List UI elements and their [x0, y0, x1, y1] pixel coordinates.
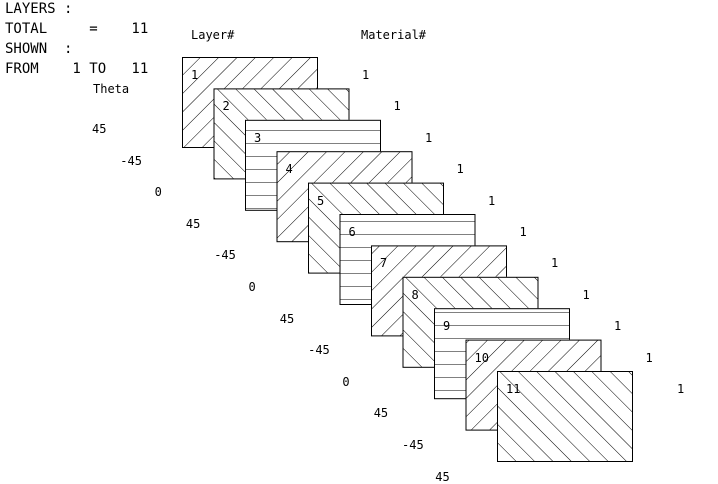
theta-label: -45 — [120, 153, 142, 168]
material-label: 1 — [425, 130, 433, 145]
theta-label: 45 — [435, 469, 450, 484]
shown-heading: SHOWN : — [5, 41, 73, 57]
theta-label: 0 — [342, 374, 350, 389]
theta-label: 45 — [92, 122, 107, 136]
material-label: 1 — [582, 287, 590, 302]
material-column-header: Material# — [361, 28, 427, 42]
ply-number-label: 5 — [317, 193, 325, 208]
theta-label: 45 — [279, 311, 295, 326]
ply-11-hatch — [497, 371, 633, 462]
ply-number-label: 7 — [380, 256, 388, 271]
theta-label: 45 — [185, 216, 201, 231]
ply-number-label: 10 — [474, 350, 489, 365]
material-label: 1 — [362, 68, 370, 82]
shown-range: FROM 1 TO 11 — [5, 61, 149, 77]
ply-number-label: 1 — [191, 68, 199, 82]
ply-number-label: 9 — [443, 319, 451, 334]
theta-label: -45 — [308, 343, 330, 358]
material-label: 1 — [645, 350, 653, 365]
theta-label: 45 — [373, 406, 389, 421]
ply-number-label: 6 — [348, 225, 356, 239]
theta-label: -45 — [402, 438, 424, 452]
material-label: 1 — [393, 99, 401, 114]
material-label: 1 — [551, 256, 559, 271]
total-layers: TOTAL = 11 — [5, 21, 149, 37]
material-label: 1 — [677, 382, 685, 396]
ply-number-label: 2 — [222, 99, 230, 114]
theta-label: 0 — [248, 280, 256, 294]
layer-column-header: Layer# — [191, 28, 235, 42]
layers-heading: LAYERS : — [5, 1, 73, 17]
material-label: 1 — [456, 162, 464, 177]
ply-number-label: 11 — [506, 382, 521, 396]
ply-number-label: 8 — [411, 287, 419, 302]
theta-label: 0 — [154, 185, 162, 200]
material-label: 1 — [519, 225, 527, 239]
ply-number-label: 4 — [285, 162, 293, 177]
ply-number-label: 3 — [254, 130, 262, 145]
theta-label: -45 — [214, 248, 236, 263]
theta-column-header: Theta — [93, 82, 130, 96]
material-label: 1 — [614, 319, 622, 334]
material-label: 1 — [488, 193, 496, 208]
